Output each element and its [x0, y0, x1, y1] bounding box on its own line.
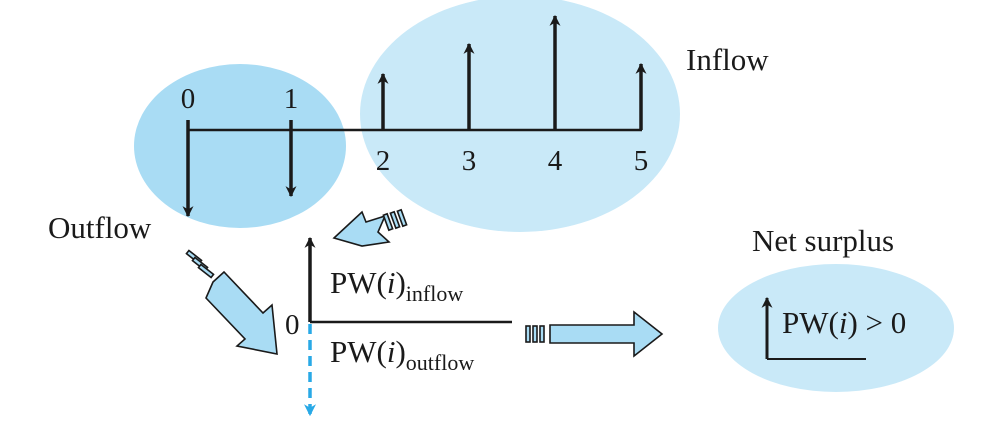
net-surplus-label: Net surplus: [752, 223, 894, 258]
block-arrow-inflow-to-pw: [332, 208, 408, 247]
outflow-label: Outflow: [48, 210, 152, 245]
block-arrow-to-net-surplus: [525, 310, 664, 358]
period-label-5: 5: [634, 145, 649, 177]
inflow-label: Inflow: [686, 42, 769, 77]
period-label-0: 0: [181, 83, 196, 115]
pw-outflow-label: PW(i)outflow: [330, 334, 474, 375]
period-label-1: 1: [284, 83, 299, 115]
pw-inflow-label: PW(i)inflow: [330, 265, 463, 306]
pw-origin-label: 0: [285, 309, 300, 341]
pw-positive-label: PW(i) > 0: [782, 305, 906, 340]
period-label-3: 3: [462, 145, 477, 177]
inflow-bubble: [360, 0, 680, 232]
period-label-2: 2: [376, 145, 391, 177]
outflow-bubble: [134, 64, 346, 228]
block-arrow-outflow-to-pw: [185, 249, 278, 355]
period-label-4: 4: [548, 145, 563, 177]
